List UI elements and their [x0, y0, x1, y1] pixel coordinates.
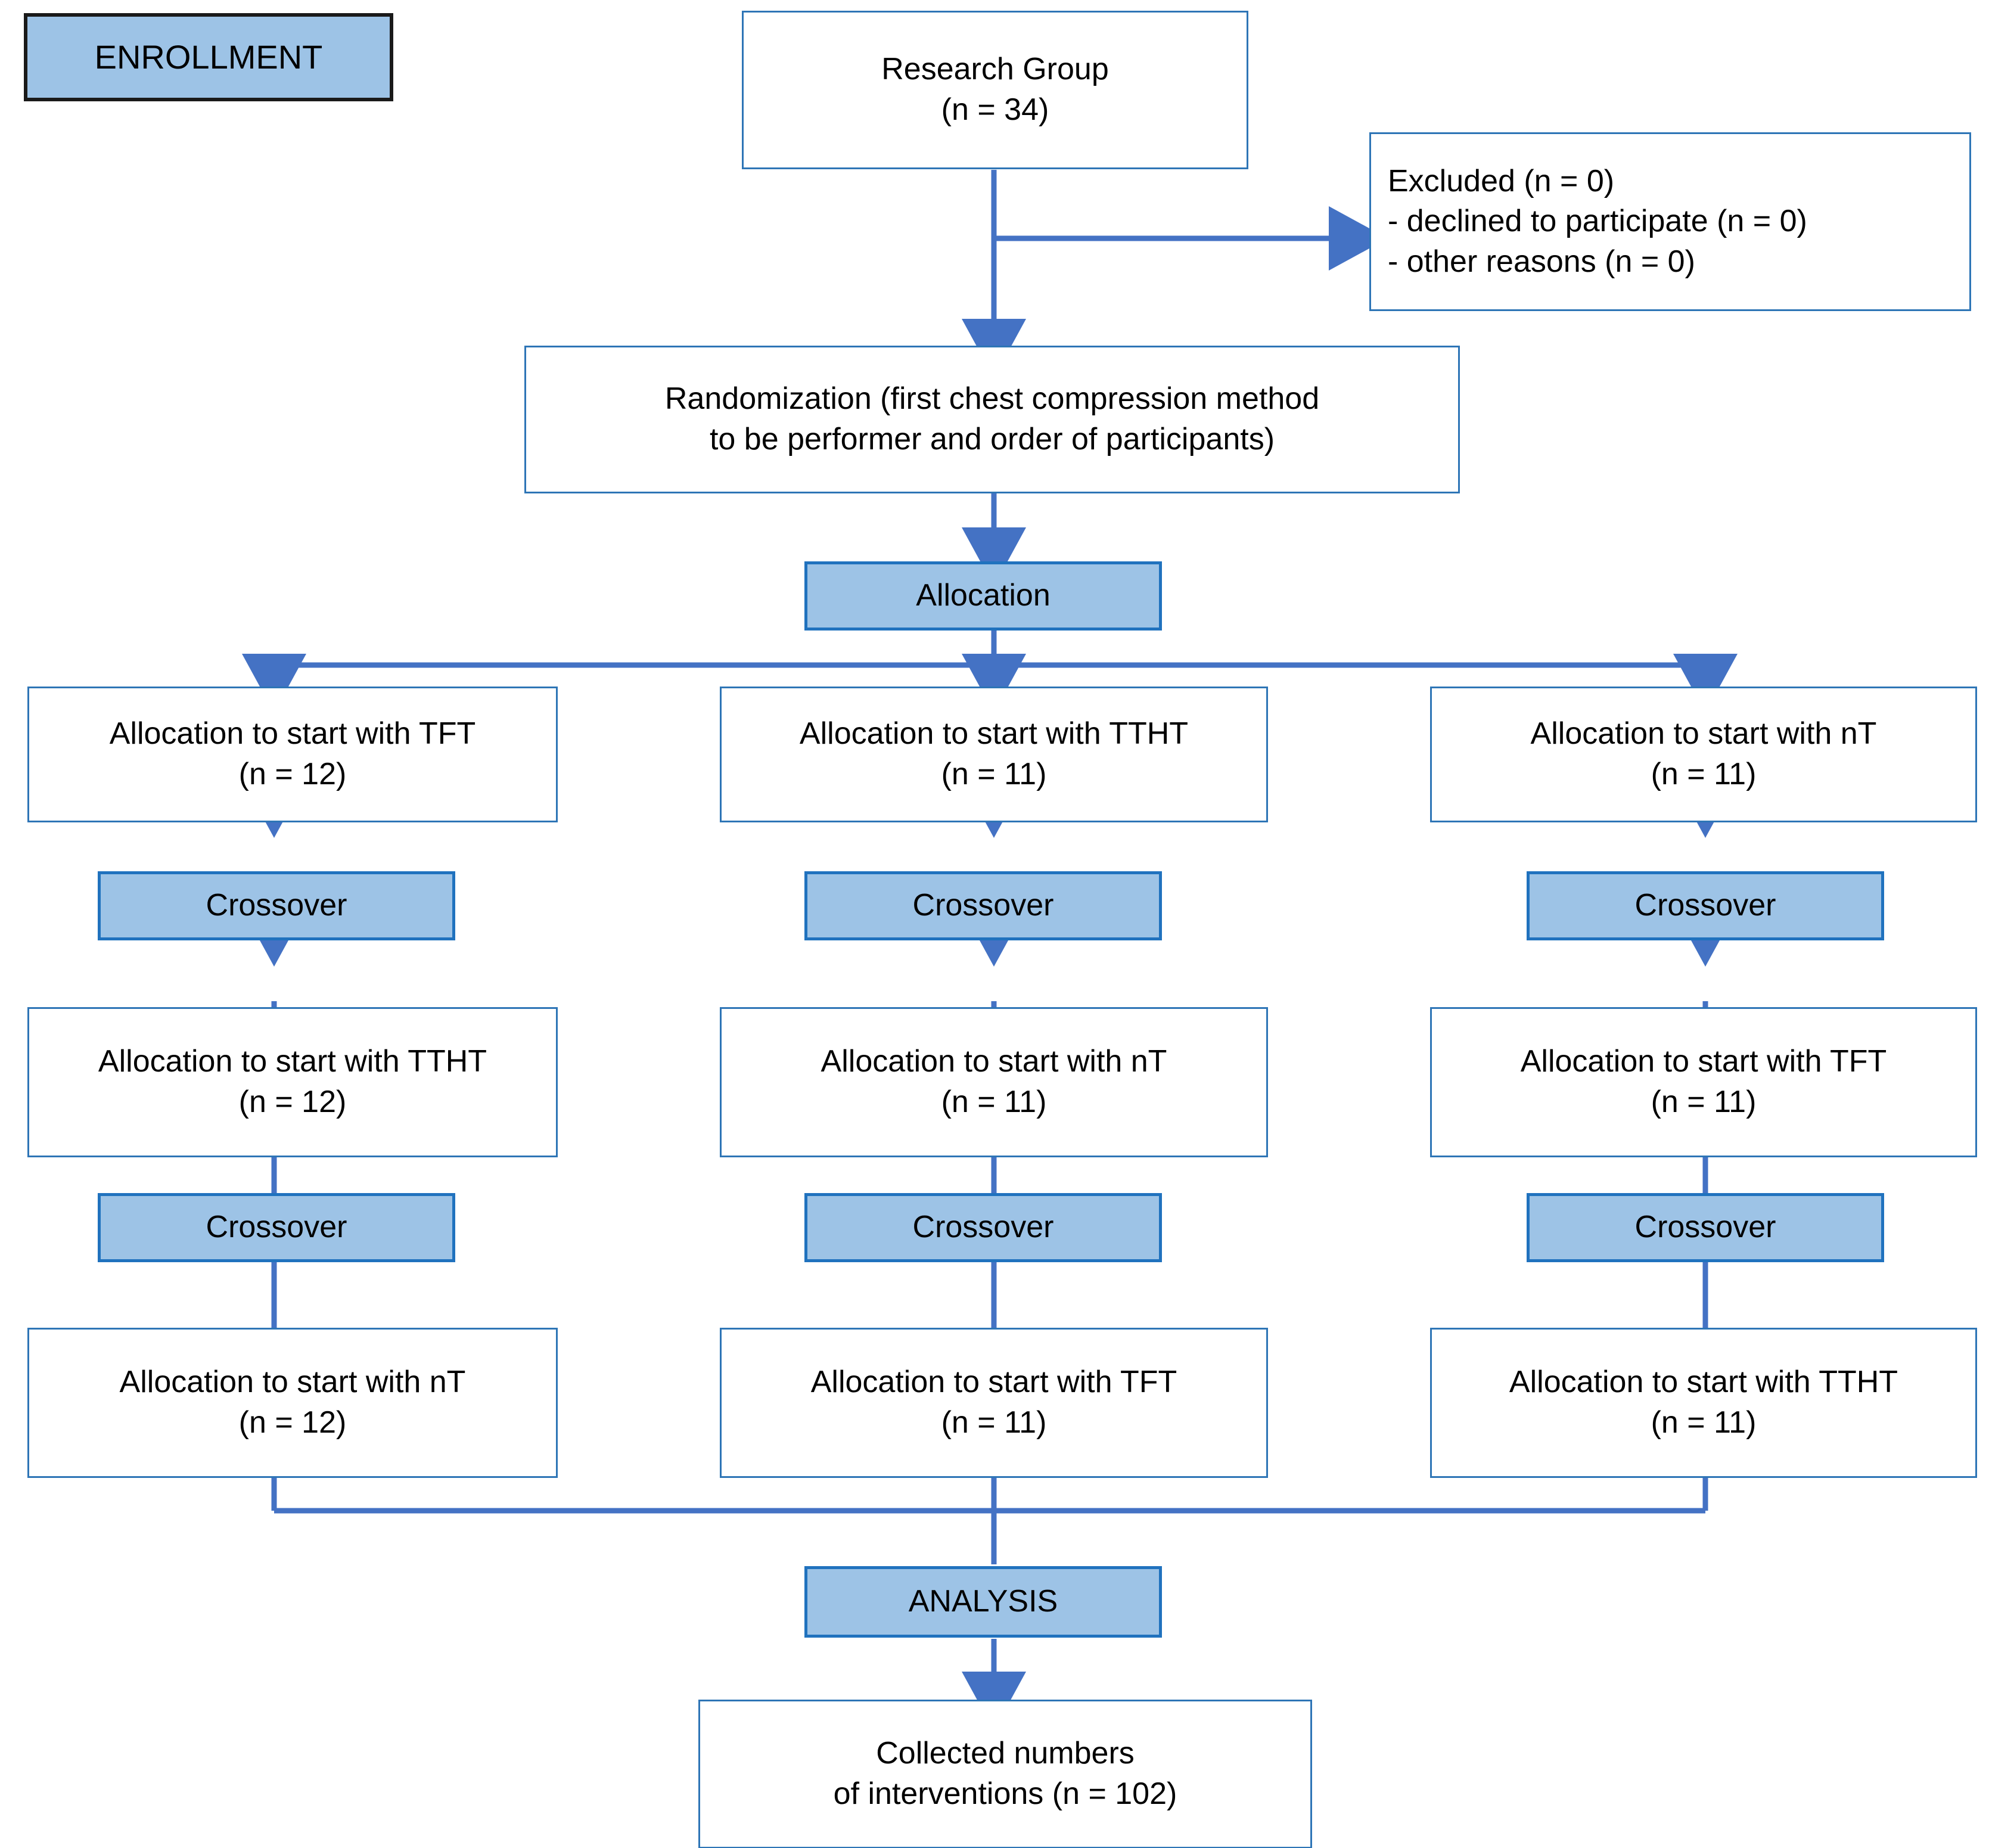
node-research-group: Research Group (n = 34) [742, 11, 1248, 169]
node-col-middle-step-1: Allocation to start with TTHT (n = 11) [720, 687, 1268, 822]
stage-label-crossover-left-2: Crossover [98, 1193, 455, 1262]
stage-label-enrollment: ENROLLMENT [24, 13, 393, 101]
node-col-left-step-2: Allocation to start with TTHT (n = 12) [27, 1007, 558, 1157]
node-col-left-step-3: Allocation to start with nT (n = 12) [27, 1328, 558, 1478]
stage-label-analysis: ANALYSIS [804, 1566, 1162, 1638]
node-col-right-step-3: Allocation to start with TTHT (n = 11) [1430, 1328, 1977, 1478]
node-col-left-step-1: Allocation to start with TFT (n = 12) [27, 687, 558, 822]
stage-label-crossover-middle-2: Crossover [804, 1193, 1162, 1262]
node-col-right-step-1: Allocation to start with nT (n = 11) [1430, 687, 1977, 822]
stage-label-crossover-right-2: Crossover [1527, 1193, 1884, 1262]
node-excluded: Excluded (n = 0) - declined to participa… [1369, 132, 1971, 311]
node-randomization: Randomization (first chest compression m… [524, 346, 1460, 493]
node-col-right-step-2: Allocation to start with TFT (n = 11) [1430, 1007, 1977, 1157]
stage-label-crossover-right-1: Crossover [1527, 871, 1884, 940]
stage-label-crossover-middle-1: Crossover [804, 871, 1162, 940]
stage-label-crossover-left-1: Crossover [98, 871, 455, 940]
stage-label-allocation: Allocation [804, 561, 1162, 631]
node-col-middle-step-3: Allocation to start with TFT (n = 11) [720, 1328, 1268, 1478]
node-col-middle-step-2: Allocation to start with nT (n = 11) [720, 1007, 1268, 1157]
node-collected-interventions: Collected numbers of interventions (n = … [698, 1700, 1312, 1848]
